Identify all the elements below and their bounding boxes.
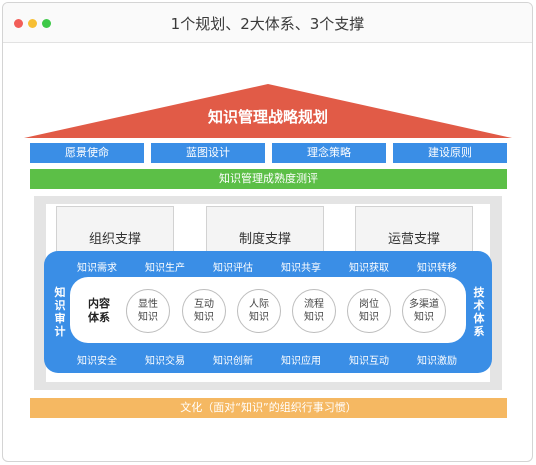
pillar-organization bbox=[56, 206, 174, 258]
chip-production: 知识生产 bbox=[145, 263, 185, 274]
circle-line1: 岗位 bbox=[359, 299, 379, 310]
title-bar: 1个规划、2大体系、3个支撑 bbox=[3, 3, 532, 43]
roof-triangle bbox=[24, 84, 512, 138]
chip-trade: 知识交易 bbox=[145, 356, 185, 367]
foundation-strategy: 理念策略 bbox=[272, 143, 386, 163]
circle-line2: 知识 bbox=[138, 312, 158, 323]
circle-line2: 知识 bbox=[414, 312, 434, 323]
close-window-dot[interactable] bbox=[14, 19, 23, 28]
technology-system-label: 技术体系 bbox=[473, 286, 485, 338]
chip-innovation: 知识创新 bbox=[213, 356, 253, 367]
left-post bbox=[34, 196, 46, 390]
circle-line1: 流程 bbox=[304, 299, 324, 310]
window-title: 1个规划、2大体系、3个支撑 bbox=[170, 15, 365, 33]
circle-position-knowledge: 岗位 知识 bbox=[347, 289, 391, 333]
circle-process-knowledge: 流程 知识 bbox=[292, 289, 336, 333]
circle-multichannel-knowledge: 多渠道 知识 bbox=[402, 289, 446, 333]
circle-line1: 多渠道 bbox=[409, 299, 439, 310]
right-post bbox=[490, 196, 502, 390]
circle-line2: 知识 bbox=[304, 312, 324, 323]
content-system-line1: 内容 bbox=[88, 297, 110, 310]
circle-line2: 知识 bbox=[249, 312, 269, 323]
chip-demand: 知识需求 bbox=[77, 263, 117, 274]
content-system-line2: 体系 bbox=[88, 311, 110, 324]
circle-line2: 知识 bbox=[359, 312, 379, 323]
chip-incentive: 知识激励 bbox=[417, 356, 457, 367]
frame-beam-top bbox=[34, 196, 502, 204]
circle-explicit-knowledge: 显性 知识 bbox=[126, 289, 170, 333]
chip-security: 知识安全 bbox=[77, 356, 117, 367]
foundation-blueprint: 蓝图设计 bbox=[151, 143, 265, 163]
maximize-window-dot[interactable] bbox=[42, 19, 51, 28]
circle-line2: 知识 bbox=[194, 312, 214, 323]
circle-line1: 互动 bbox=[194, 299, 214, 310]
chip-transfer: 知识转移 bbox=[417, 263, 457, 274]
minimize-window-dot[interactable] bbox=[28, 19, 37, 28]
knowledge-audit-label: 知识审计 bbox=[54, 286, 66, 338]
foundation-principles: 建设原则 bbox=[393, 143, 507, 163]
pillar-operation bbox=[355, 206, 473, 258]
circle-interactive-knowledge: 互动 知识 bbox=[182, 289, 226, 333]
chip-sharing: 知识共享 bbox=[281, 263, 321, 274]
circle-line1: 显性 bbox=[138, 299, 158, 310]
circle-interpersonal-knowledge: 人际 知识 bbox=[237, 289, 281, 333]
foundation-vision: 愿景使命 bbox=[30, 143, 144, 163]
chip-application: 知识应用 bbox=[281, 356, 321, 367]
maturity-assessment-bar: 知识管理成熟度测评 bbox=[30, 169, 507, 189]
pillar-organization-title: 组织支撑 bbox=[88, 232, 141, 247]
circle-line1: 人际 bbox=[249, 299, 269, 310]
chip-evaluation: 知识评估 bbox=[213, 263, 253, 274]
content-system-label: 内容 体系 bbox=[82, 297, 116, 325]
chip-acquisition: 知识获取 bbox=[349, 263, 389, 274]
chip-interaction: 知识互动 bbox=[349, 356, 389, 367]
strategy-plan-label: 知识管理战略规划 bbox=[207, 108, 328, 126]
frame-beam-bottom bbox=[34, 382, 502, 390]
pillar-operation-title: 运营支撑 bbox=[387, 232, 440, 247]
pillar-system-title: 制度支撑 bbox=[238, 232, 291, 247]
culture-bar: 文化（面对“知识”的组织行事习惯） bbox=[30, 398, 507, 418]
